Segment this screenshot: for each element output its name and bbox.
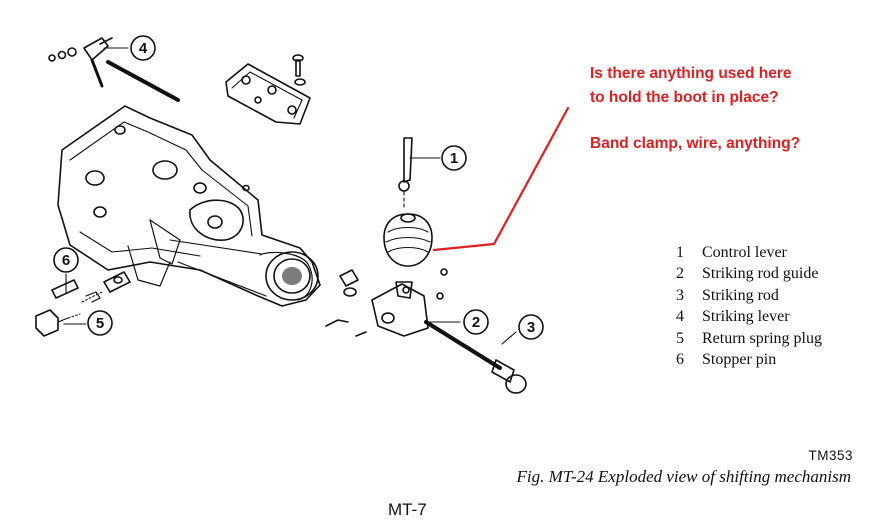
svg-text:3: 3	[527, 319, 535, 336]
svg-text:6: 6	[62, 252, 70, 269]
callout-4: 4	[130, 35, 156, 61]
stopper-pin-and-plug	[35, 271, 131, 337]
callout-3: 3	[518, 314, 544, 340]
top-cover-plate	[225, 63, 311, 125]
striking-rod-guide-part	[325, 268, 448, 337]
tm-code: TM353	[808, 448, 853, 463]
page-number: MT-7	[388, 500, 427, 519]
striking-lever-part	[48, 37, 180, 102]
annotation-line-1: Is there anything used here	[590, 65, 792, 82]
svg-text:4: 4	[139, 40, 148, 57]
callout-6: 6	[53, 247, 79, 273]
svg-text:5: 5	[96, 315, 104, 332]
annotation-question: Is there anything used here to hold the …	[590, 62, 865, 156]
rubber-boot	[383, 213, 433, 267]
annotation-line-3: Band clamp, wire, anything?	[590, 135, 801, 152]
transmission-case	[57, 105, 321, 307]
small-hardware	[113, 184, 250, 284]
annotation-pointer-line	[432, 106, 570, 252]
striking-rod-part	[424, 320, 527, 394]
callout-2: 2	[463, 309, 489, 335]
figure-caption: Fig. MT-24 Exploded view of shifting mec…	[516, 467, 851, 486]
svg-text:1: 1	[450, 150, 458, 167]
cover-bolt	[292, 54, 306, 86]
leader-lines	[63, 47, 517, 345]
callout-1: 1	[441, 145, 467, 171]
control-lever-part	[398, 137, 413, 211]
svg-text:2: 2	[472, 314, 480, 331]
annotation-line-2: to hold the boot in place?	[590, 89, 779, 106]
callout-5: 5	[87, 310, 113, 336]
